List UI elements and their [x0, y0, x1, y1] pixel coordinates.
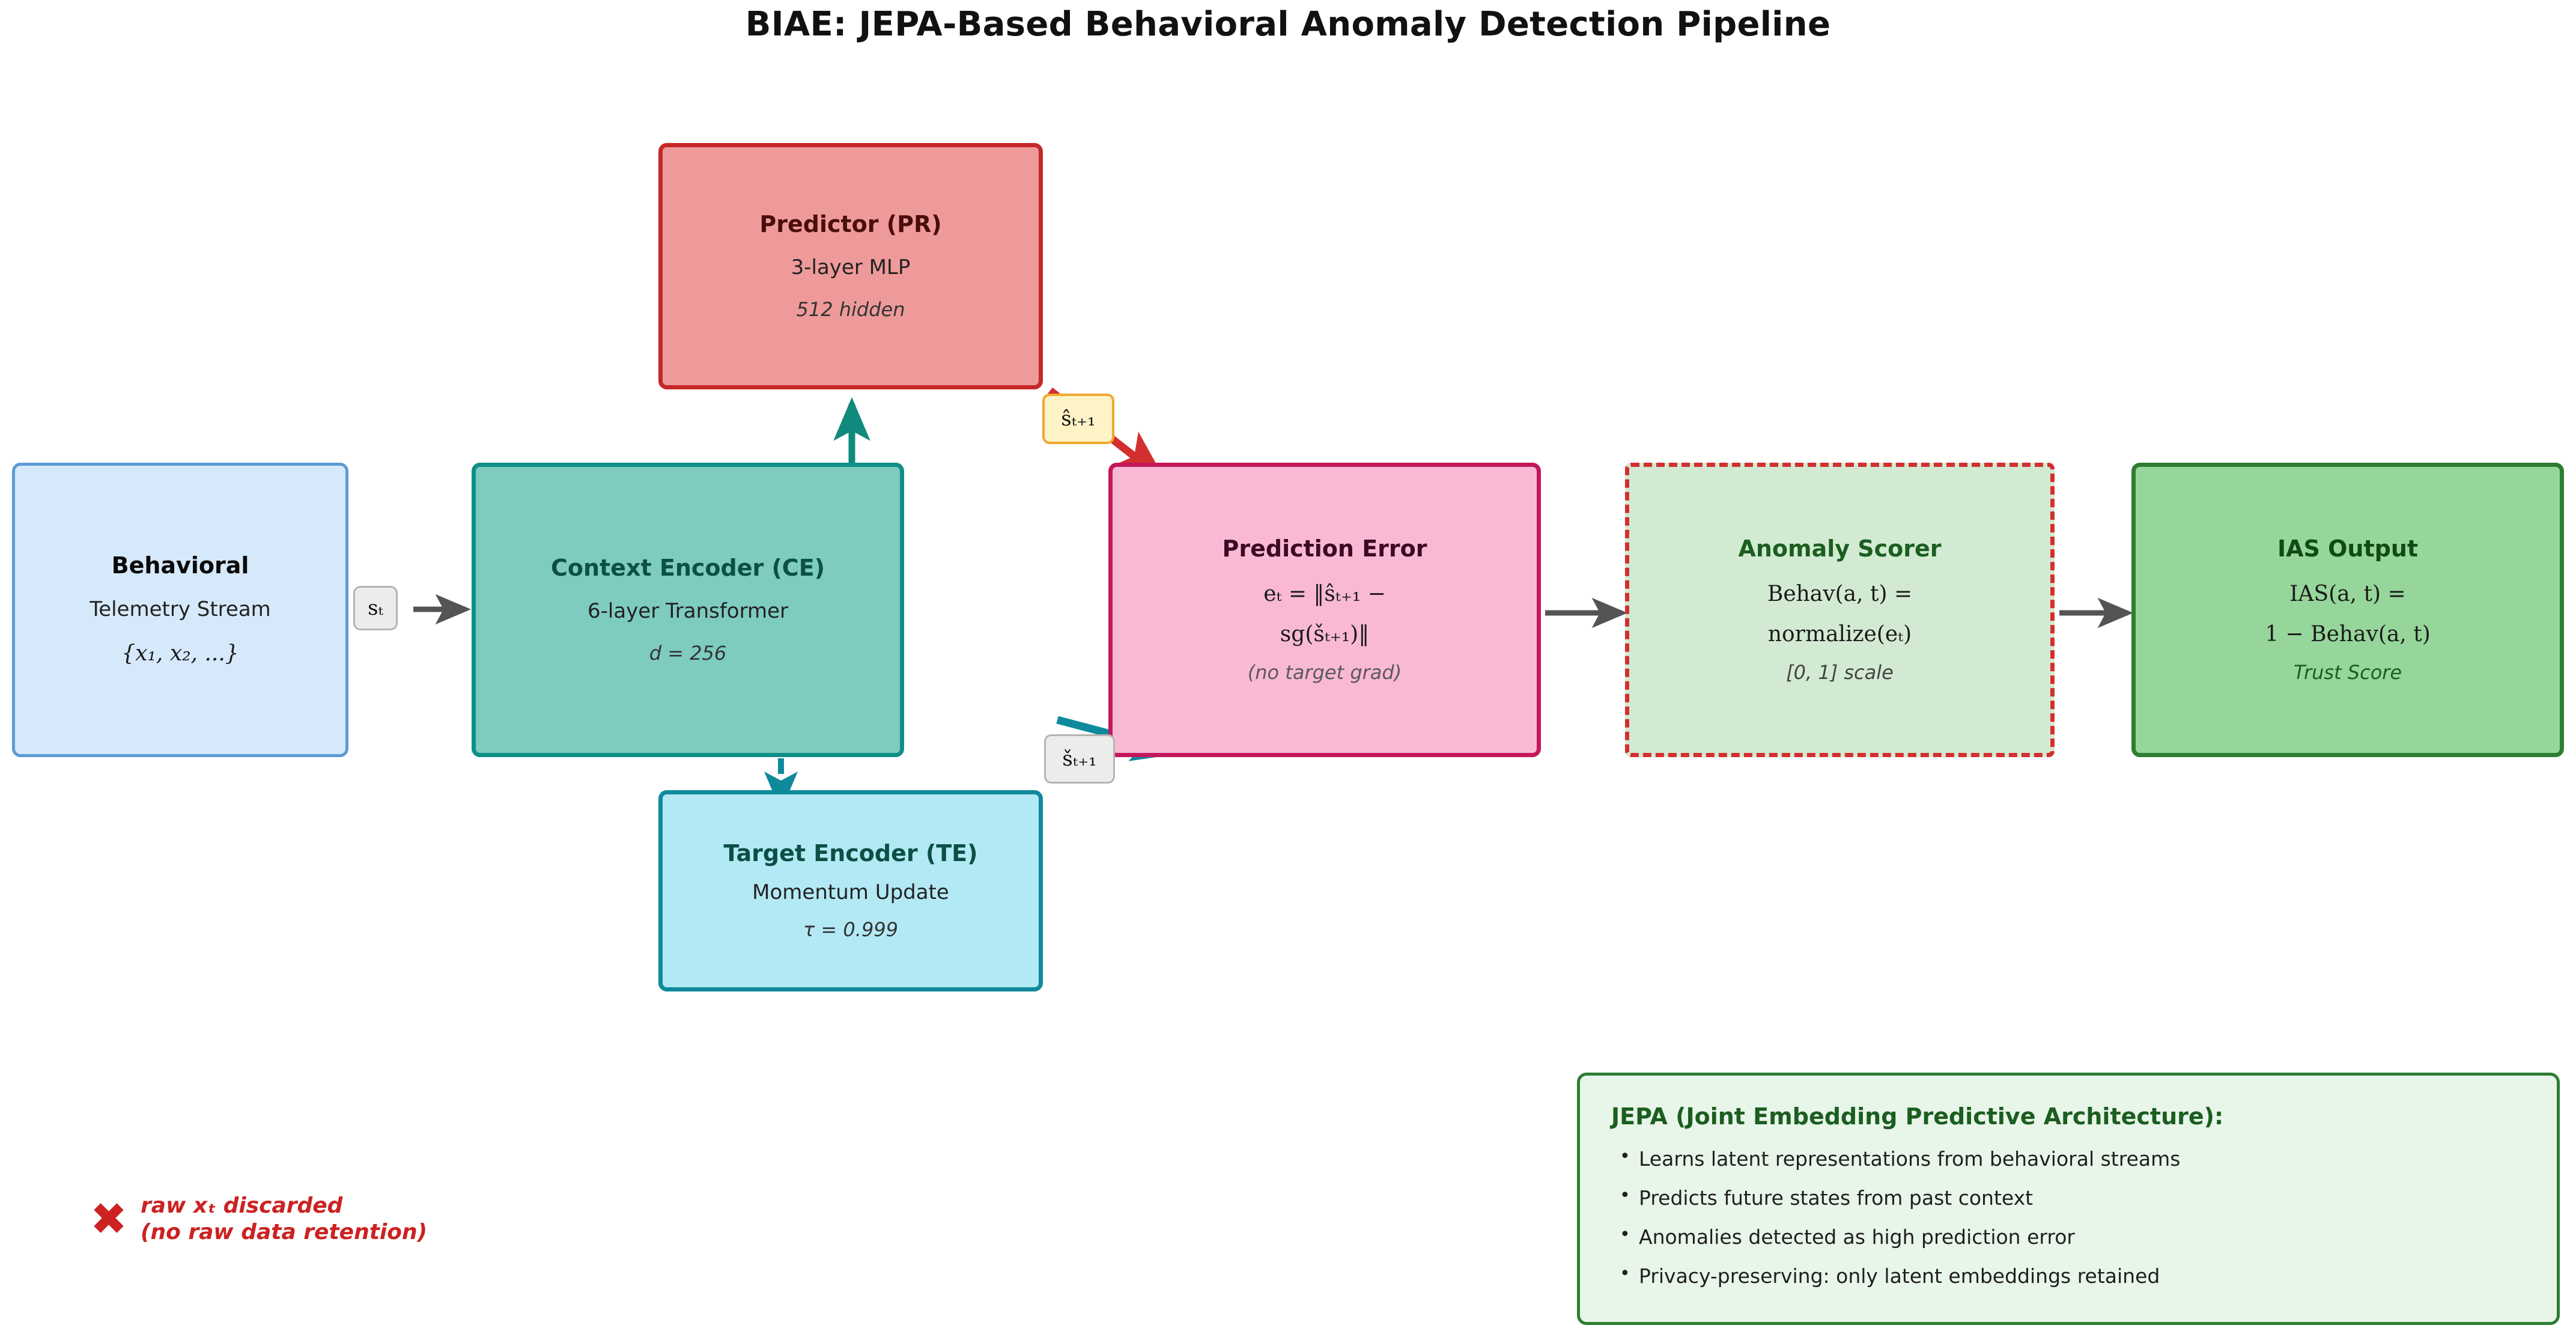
node-context-encoder-title: Context Encoder (CE): [550, 554, 825, 581]
edge-label-s-t: sₜ: [353, 586, 398, 630]
node-anomaly-scorer-title: Anomaly Scorer: [1738, 535, 1942, 562]
node-target-encoder[interactable]: Target Encoder (TE) Momentum Update τ = …: [658, 790, 1043, 991]
node-prediction-error-title: Prediction Error: [1222, 535, 1427, 562]
node-context-encoder-note: d = 256: [649, 642, 727, 665]
node-anomaly-scorer[interactable]: Anomaly Scorer Behav(a, t) = normalize(e…: [1625, 463, 2055, 757]
node-predictor-title: Predictor (PR): [759, 210, 942, 237]
node-anomaly-scorer-formula-line1: Behav(a, t) =: [1767, 581, 1913, 606]
node-behavioral-note: {x₁, x₂, ...}: [121, 641, 239, 666]
edge-label-s-hat-t-plus-1: ŝₜ₊₁: [1042, 394, 1114, 444]
node-behavioral[interactable]: Behavioral Telemetry Stream {x₁, x₂, ...…: [12, 463, 348, 757]
node-prediction-error-formula-line1: eₜ = ‖ŝₜ₊₁ −: [1263, 581, 1386, 606]
node-ias-output-title: IAS Output: [2277, 535, 2419, 562]
list-item: Predicts future states from past context: [1620, 1187, 2526, 1208]
node-prediction-error-formula-line2: sg(šₜ₊₁)‖: [1280, 621, 1370, 647]
node-ias-output-formula-line1: IAS(a, t) =: [2289, 581, 2406, 606]
list-item: Privacy-preserving: only latent embeddin…: [1620, 1265, 2526, 1286]
node-behavioral-subtitle: Telemetry Stream: [90, 597, 271, 621]
node-ias-output-formula-line2: 1 − Behav(a, t): [2265, 621, 2431, 647]
raw-data-discard-annotation: ✖ raw xₜ discarded (no raw data retentio…: [90, 1193, 427, 1246]
raw-data-discard-line2: (no raw data retention): [141, 1219, 428, 1244]
node-anomaly-scorer-formula-line2: normalize(eₜ): [1767, 621, 1912, 647]
node-prediction-error-note: (no target grad): [1247, 660, 1402, 684]
edge-label-s-tilde-t-plus-1: šₜ₊₁: [1044, 734, 1115, 784]
node-ias-output[interactable]: IAS Output IAS(a, t) = 1 − Behav(a, t) T…: [2131, 463, 2564, 757]
jepa-legend-box: JEPA (Joint Embedding Predictive Archite…: [1577, 1073, 2560, 1325]
node-target-encoder-subtitle: Momentum Update: [752, 880, 949, 904]
node-predictor-subtitle: 3-layer MLP: [791, 255, 911, 280]
page-title: BIAE: JEPA-Based Behavioral Anomaly Dete…: [745, 5, 1831, 44]
raw-data-discard-text: raw xₜ discarded (no raw data retention): [141, 1193, 427, 1246]
jepa-legend-list: Learns latent representations from behav…: [1611, 1148, 2526, 1286]
raw-data-discard-line1: raw xₜ discarded: [141, 1193, 343, 1218]
node-predictor[interactable]: Predictor (PR) 3-layer MLP 512 hidden: [658, 143, 1043, 389]
list-item: Learns latent representations from behav…: [1620, 1148, 2526, 1169]
node-context-encoder-subtitle: 6-layer Transformer: [587, 599, 789, 624]
node-ias-output-note: Trust Score: [2293, 660, 2402, 684]
node-target-encoder-note: τ = 0.999: [803, 918, 899, 941]
node-context-encoder[interactable]: Context Encoder (CE) 6-layer Transformer…: [472, 463, 904, 757]
list-item: Anomalies detected as high prediction er…: [1620, 1226, 2526, 1247]
node-target-encoder-title: Target Encoder (TE): [723, 840, 978, 867]
jepa-legend-title: JEPA (Joint Embedding Predictive Archite…: [1611, 1103, 2224, 1130]
node-behavioral-title: Behavioral: [111, 552, 249, 579]
node-anomaly-scorer-note: [0, 1] scale: [1786, 660, 1894, 684]
node-predictor-note: 512 hidden: [796, 298, 905, 321]
cross-mark-icon: ✖: [90, 1193, 128, 1245]
node-prediction-error[interactable]: Prediction Error eₜ = ‖ŝₜ₊₁ − sg(šₜ₊₁)‖ …: [1108, 463, 1541, 757]
